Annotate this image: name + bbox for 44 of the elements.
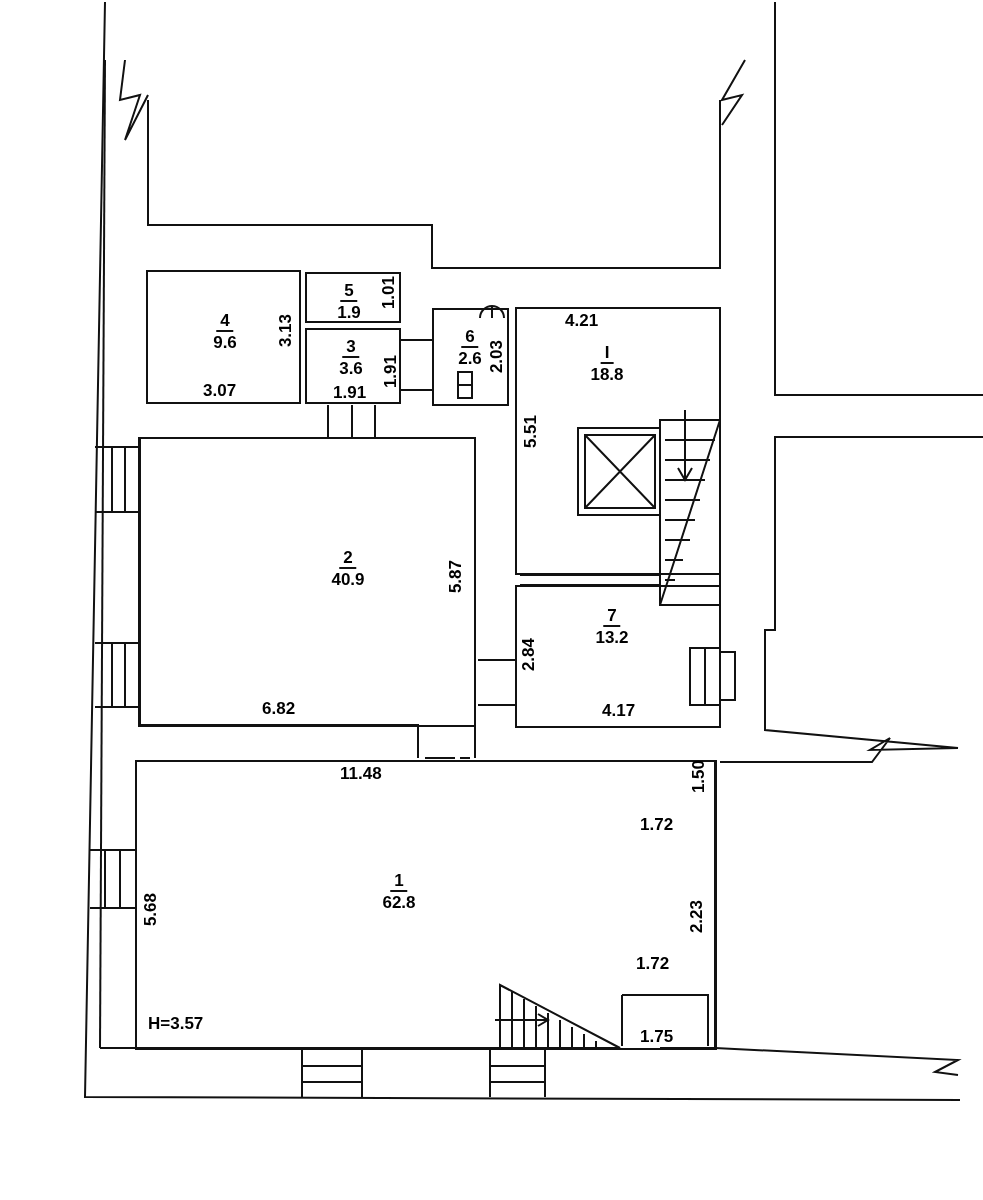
room-outline (305, 272, 401, 323)
room-area: 18.8 (590, 366, 624, 384)
dimension-label: 1.91 (333, 384, 367, 402)
dimension-label: 4.21 (565, 312, 599, 330)
dimension-label: 11.48 (340, 765, 382, 783)
dimension-label: 2.23 (688, 900, 706, 934)
room-area: 40.9 (331, 571, 365, 589)
dimension-label: 1.72 (640, 816, 674, 834)
dimension-label: 2.84 (520, 638, 538, 672)
room-number: 6 (461, 328, 479, 348)
dimension-label: 5.68 (142, 893, 160, 927)
room-number: 5 (340, 282, 358, 302)
room-outline (515, 585, 721, 728)
dimension-label: 5.87 (447, 560, 465, 594)
room-area: 1.9 (337, 304, 361, 322)
room-outline (146, 270, 301, 404)
dimension-label: 1.75 (640, 1028, 674, 1046)
room-outline (135, 760, 717, 1050)
room-number: 4 (216, 312, 234, 332)
dimension-label: 1.01 (380, 276, 398, 310)
room-area: 13.2 (595, 629, 629, 647)
dimension-label: 4.17 (602, 702, 636, 720)
room-number: 7 (603, 607, 621, 627)
dimension-label: 1.72 (636, 955, 670, 973)
room-number: 1 (390, 872, 408, 892)
room-area: 3.6 (339, 360, 363, 378)
dimension-label: 3.07 (203, 382, 237, 400)
dimension-label: 3.13 (277, 314, 295, 348)
dimension-label: 2.03 (488, 340, 506, 374)
ceiling-height-label: H=3.57 (148, 1015, 204, 1033)
room-area: 2.6 (458, 350, 482, 368)
dimension-label: 5.51 (522, 415, 540, 449)
room-outline (138, 437, 476, 727)
dimension-label: 1.91 (382, 355, 400, 389)
dimension-label: 1.50 (690, 760, 708, 794)
room-outline (515, 307, 721, 575)
dimension-label: 6.82 (262, 700, 296, 718)
room-number: I (600, 344, 614, 364)
room-area: 9.6 (213, 334, 237, 352)
room-number: 3 (342, 338, 360, 358)
room-number: 2 (339, 549, 357, 569)
room-outline (432, 308, 509, 406)
room-outline (305, 328, 401, 404)
room-area: 62.8 (382, 894, 416, 912)
